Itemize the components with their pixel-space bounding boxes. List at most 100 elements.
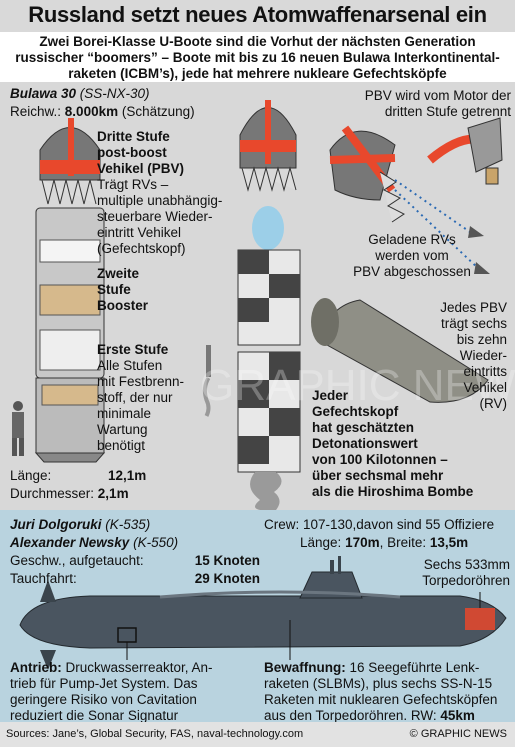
diameter-label: Durchmesser: — [10, 486, 95, 501]
third-stage-desc: eintritt Vehikel — [97, 225, 182, 240]
first-stage-label: Erste Stufe Alle Stufen mit Festbrenn- s… — [97, 342, 184, 454]
speed-label: Geschw., aufgetaucht: — [10, 553, 144, 568]
armament: Bewaffnung: 16 Seegeführte Lenk- raketen… — [264, 660, 512, 724]
first-stage-desc: stoff, der nur — [97, 390, 173, 405]
range-value: 8.000km — [64, 104, 119, 119]
sub-dimensions: Länge: 170m, Breite: 13,5m — [300, 535, 510, 551]
second-stage-label: Zweite Stufe Booster — [97, 266, 148, 314]
note-line: eintritts — [463, 364, 507, 379]
propulsion-line: Druckwasserreaktor, An- — [61, 660, 213, 675]
propulsion-label: Antrieb: — [10, 660, 62, 675]
credit: © GRAPHIC NEWS — [409, 728, 507, 740]
armament-line: aus den Torpedoröhren. RW: — [264, 708, 441, 723]
missile-code: (SS-NX-30) — [79, 86, 150, 101]
range-label: Reichw.: — [10, 104, 62, 119]
missile-name: Bulawa 30 — [10, 86, 77, 101]
length-value: 170m — [345, 535, 380, 550]
armament-label: Bewaffnung: — [264, 660, 346, 675]
third-stage-desc: Trägt RVs – — [97, 177, 169, 192]
speed-value: 15 Knoten — [194, 553, 260, 568]
speed-label: Tauchfahrt: — [10, 571, 77, 586]
length-label: Länge: — [10, 468, 52, 483]
note-line: PBV wird vom Motor der — [364, 88, 511, 103]
missile-name-line: Bulawa 30 (SS-NX-30) — [10, 86, 150, 102]
subtitle: Zwei Borei-Klasse U-Boote sind die Vorhu… — [6, 34, 509, 82]
propulsion-line: trieb für Pump-Jet System. Das — [10, 676, 198, 691]
note-line: dritten Stufe getrennt — [384, 104, 511, 119]
sub-code: (K-535) — [105, 517, 151, 532]
note-line: Jeder — [312, 388, 349, 403]
tubes-line: Torpedoröhren — [422, 573, 510, 588]
missile-range: Reichw.: 8.000km (Schätzung) — [10, 104, 195, 120]
pbv-separation — [311, 117, 503, 403]
pbv-separation-note: PBV wird vom Motor der dritten Stufe get… — [315, 88, 511, 120]
note-line: hat geschätzten — [312, 420, 415, 435]
second-stage-title: Zweite — [97, 266, 140, 281]
subtitle-line: russischer “boomers” – Boote mit bis zu … — [15, 50, 500, 65]
third-stage-desc: (Gefechtskopf) — [97, 241, 186, 256]
submarine-drawing — [19, 556, 507, 670]
first-stage-desc: Alle Stufen — [97, 358, 163, 373]
first-stage-desc: Wartung — [97, 422, 148, 437]
note-line: Vehikel — [463, 380, 507, 395]
note-line: bis zehn — [456, 332, 507, 347]
missile-exploded — [202, 100, 301, 510]
third-stage-title: Dritte Stufe — [97, 129, 170, 144]
sub-name-2: Alexander Newsky (K-550) — [10, 535, 178, 551]
propulsion: Antrieb: Druckwasserreaktor, An- trieb f… — [10, 660, 260, 724]
diameter-value: 2,1m — [97, 486, 129, 501]
note-line: PBV abgeschossen — [353, 264, 471, 279]
armament-range: 45km — [440, 708, 475, 723]
speed-value: 29 Knoten — [194, 571, 260, 586]
first-stage-title: Erste Stufe — [97, 342, 169, 357]
first-stage-desc: mit Festbrenn- — [97, 374, 185, 389]
sub-name: Juri Dolgoruki — [10, 517, 102, 532]
armament-line: Raketen mit nuklearen Gefechtsköpfen — [264, 692, 498, 707]
torpedo-tubes: Sechs 533mm Torpedoröhren — [405, 557, 510, 589]
missile-length: Länge: 12,1m — [10, 468, 146, 484]
note-line: Jedes PBV — [440, 300, 507, 315]
sub-name-1: Juri Dolgoruki (K-535) — [10, 517, 150, 533]
subtitle-line: raketen (ICBM’s), jede hat mehrere nukle… — [68, 66, 447, 81]
warhead-note: Jeder Gefechtskopf hat geschätzten Deton… — [312, 388, 473, 500]
note-line: Geladene RVs — [368, 232, 456, 247]
armament-line: raketen (SLBMs), plus sechs SS-N-15 — [264, 676, 493, 691]
first-stage-desc: minimale — [97, 406, 152, 421]
sources: Sources: Jane’s, Global Security, FAS, n… — [6, 728, 304, 740]
subtitle-line: Zwei Borei-Klasse U-Boote sind die Vorhu… — [39, 34, 476, 49]
page-title: Russland setzt neues Atomwaffenarsenal e… — [0, 0, 515, 32]
length-value: 12,1m — [108, 468, 147, 483]
second-stage-title: Booster — [97, 298, 149, 313]
third-stage-desc: steuerbare Wieder- — [97, 209, 213, 224]
width-value: 13,5m — [429, 535, 469, 550]
third-stage-label: Dritte Stufe post-boost Vehikel (PBV) Tr… — [97, 129, 222, 257]
note-line: werden vom — [375, 248, 449, 263]
dive-speed: Tauchfahrt: 29 Knoten — [10, 571, 260, 587]
third-stage-title: Vehikel (PBV) — [97, 161, 185, 176]
range-note: (Schätzung) — [121, 104, 195, 119]
watermark: GRAPHIC NEWS — [200, 361, 515, 410]
note-line: (RV) — [479, 396, 507, 411]
note-line: trägt sechs — [440, 316, 507, 331]
second-stage-title: Stufe — [97, 282, 131, 297]
missile-diameter: Durchmesser: 2,1m — [10, 486, 129, 502]
third-stage-desc: multiple unabhängig- — [97, 193, 223, 208]
note-line: Gefechtskopf — [312, 404, 399, 419]
note-line: als die Hiroshima Bombe — [312, 484, 474, 499]
note-line: Detonationswert — [312, 436, 418, 451]
note-line: von 100 Kilotonnen – — [312, 452, 448, 467]
sub-code: (K-550) — [133, 535, 179, 550]
surface-speed: Geschw., aufgetaucht: 15 Knoten — [10, 553, 260, 569]
crew: Crew: 107-130,davon sind 55 Offiziere — [264, 517, 495, 532]
third-stage-title: post-boost — [97, 145, 167, 160]
armament-line: 16 Seegeführte Lenk- — [345, 660, 480, 675]
note-line: Wieder- — [459, 348, 507, 363]
length-label: Länge: — [300, 535, 342, 550]
sub-name: Alexander Newsky — [10, 535, 130, 550]
propulsion-line: geringere Risiko von Cavitation — [10, 692, 197, 707]
tubes-line: Sechs 533mm — [423, 557, 510, 572]
propulsion-line: reduziert die Sonar Signatur — [10, 708, 179, 723]
missile-cutaway — [12, 118, 106, 463]
